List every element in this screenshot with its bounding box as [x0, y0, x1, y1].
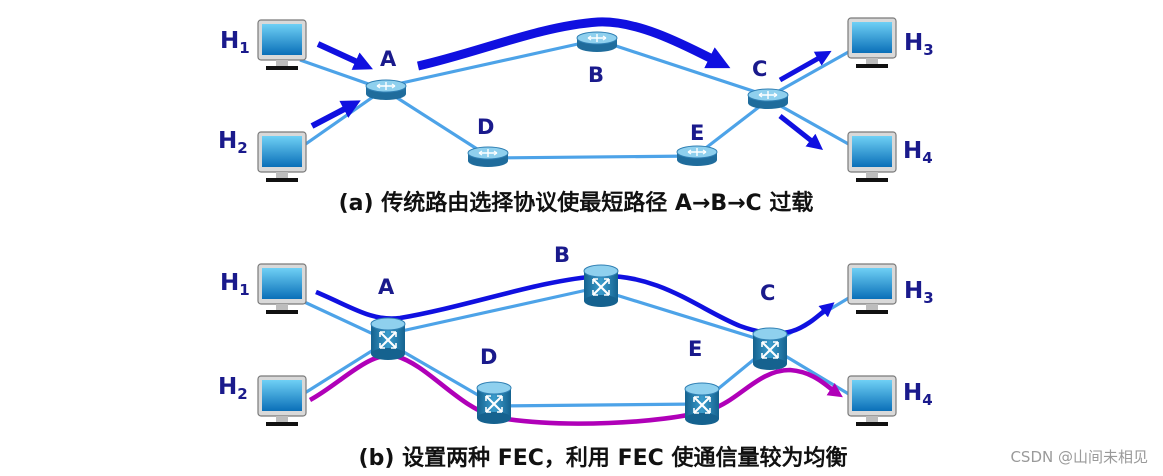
router-a-label: A — [378, 275, 395, 299]
panel-a-caption: (a) 传统路由选择协议使最短路径 A→B→C 过载 — [339, 190, 814, 216]
flow-arrow-a-b-c — [417, 17, 731, 71]
router-e-label: E — [690, 121, 704, 145]
router-d-icon — [467, 146, 509, 168]
host-h3-label: H3 — [904, 30, 934, 59]
link-c-h4 — [769, 98, 853, 148]
host-h4-icon — [847, 131, 897, 183]
link-e-c — [697, 98, 769, 156]
switch-a-icon — [369, 316, 407, 362]
panel-b: H1 H2 H3 H4 A B C D E (b) 设置两种 FEC，利用 FE… — [218, 243, 934, 471]
router-b-label: B — [588, 63, 604, 87]
switch-d-icon — [475, 380, 513, 426]
link-h1-a — [299, 58, 381, 90]
watermark: CSDN @山间未相见 — [1010, 448, 1148, 466]
link-b-c — [597, 38, 769, 98]
host-h2-icon — [257, 131, 307, 183]
host-h3-icon — [847, 17, 897, 69]
host-h2-label: H2 — [218, 128, 248, 157]
link-a-d — [387, 90, 489, 158]
flow-arrow-c-h3 — [778, 50, 832, 83]
router-c-label: C — [752, 57, 767, 81]
flow-arrow-h1-a — [316, 41, 373, 70]
panel-a-links — [299, 38, 853, 160]
host-h3-icon — [847, 263, 897, 315]
link-b-c — [599, 288, 769, 344]
router-e-icon — [676, 145, 718, 167]
panel-a: H1 H2 H3 H4 A B C D E (a) 传统路由选择协议使最短路径 … — [218, 17, 934, 216]
host-h1-icon — [257, 19, 307, 71]
link-a-b — [387, 38, 597, 88]
link-h2-a — [299, 90, 381, 150]
switch-b-icon — [582, 263, 620, 309]
link-c-h3 — [769, 48, 853, 98]
router-c-icon — [747, 88, 789, 110]
link-d-e — [493, 402, 701, 408]
router-b-icon — [576, 31, 618, 53]
host-h3-label: H3 — [904, 278, 934, 307]
router-b-label: B — [554, 243, 570, 267]
host-h4-label: H4 — [903, 380, 933, 409]
link-a-b — [387, 286, 597, 336]
host-h2-label: H2 — [218, 374, 248, 403]
flow-arrow-h2-a — [310, 100, 361, 129]
router-a-label: A — [380, 47, 397, 71]
host-h1-label: H1 — [220, 270, 250, 299]
panel-a-flows — [310, 17, 832, 150]
host-h1-icon — [257, 263, 307, 315]
link-d-e — [489, 154, 697, 160]
router-d-label: D — [477, 115, 494, 139]
host-h2-icon — [257, 375, 307, 427]
link-a-d — [389, 342, 491, 404]
router-c-label: C — [760, 281, 775, 305]
host-h1-label: H1 — [220, 28, 250, 57]
router-d-label: D — [480, 345, 497, 369]
host-h4-icon — [847, 375, 897, 427]
panel-b-caption: (b) 设置两种 FEC，利用 FEC 使通信量较为均衡 — [359, 445, 848, 471]
router-a-icon — [365, 79, 407, 101]
host-h4-label: H4 — [903, 138, 933, 167]
switch-e-icon — [683, 381, 721, 427]
router-e-label: E — [688, 337, 702, 361]
flow-arrow-c-h4 — [778, 114, 824, 150]
switch-c-icon — [751, 326, 789, 372]
